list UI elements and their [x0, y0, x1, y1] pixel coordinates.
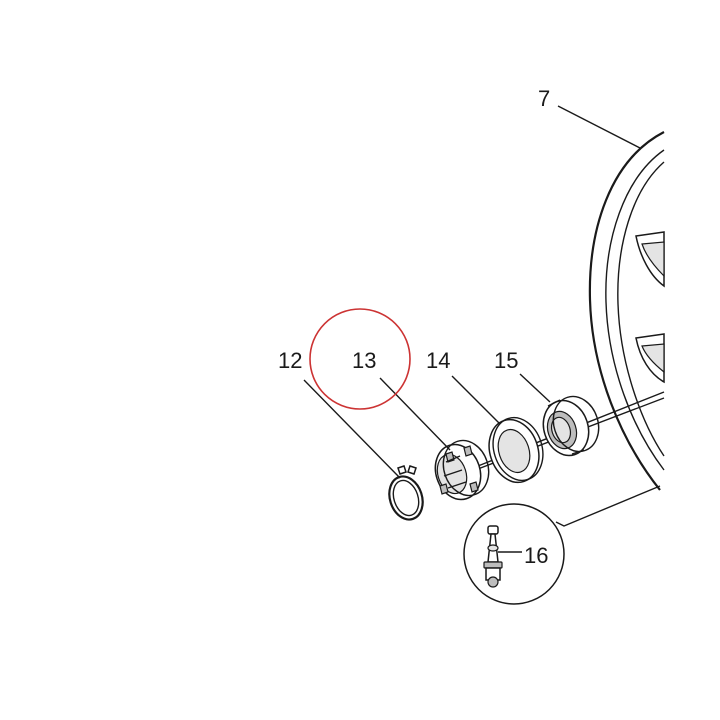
- part-14-washer: [488, 416, 544, 484]
- callout-7: 7: [538, 86, 550, 111]
- callout-12: 12: [278, 348, 302, 373]
- callout-15: 15: [494, 348, 518, 373]
- highlight-circle-13: [309, 308, 411, 410]
- part-7-housing: [588, 131, 665, 491]
- leader-7: [557, 105, 641, 149]
- callout-14: 14: [426, 348, 450, 373]
- leader-13: [379, 377, 451, 451]
- callout-13: 13: [352, 348, 376, 373]
- part-12-circlip: [388, 465, 424, 521]
- part-16-detail-inset: [463, 485, 661, 605]
- part-15-bearing: [542, 395, 600, 457]
- leader-14: [451, 375, 501, 425]
- leader-15: [519, 373, 551, 403]
- part-13-ring-nut: [434, 439, 490, 501]
- callout-16: 16: [524, 543, 548, 568]
- leader-12: [303, 379, 401, 479]
